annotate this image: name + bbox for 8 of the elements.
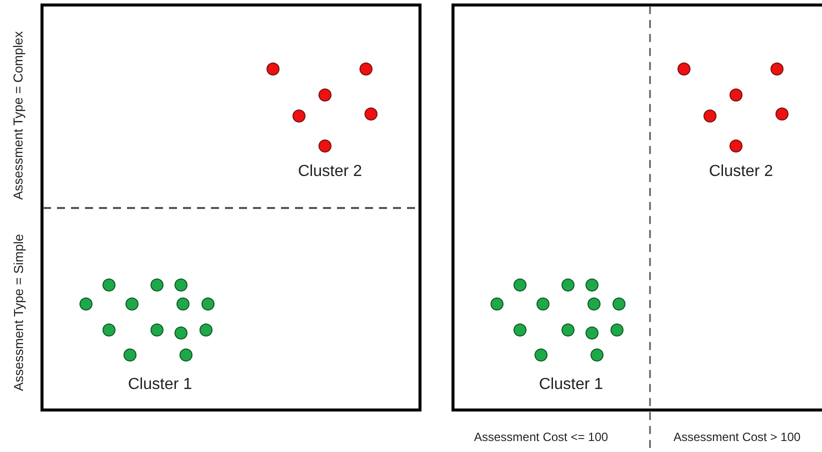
axis-label: Assessment Type = Complex — [10, 30, 26, 200]
cluster-label: Cluster 2 — [298, 163, 362, 181]
cluster-label: Cluster 2 — [709, 163, 774, 181]
axis-label: Assessment Cost <= 100 — [474, 430, 608, 444]
cluster-label: Cluster 1 — [539, 376, 604, 394]
axis-label: Assessment Type = Simple — [10, 234, 26, 390]
cluster-label: Cluster 1 — [128, 376, 192, 394]
axis-label: Assessment Cost > 100 — [674, 430, 801, 444]
